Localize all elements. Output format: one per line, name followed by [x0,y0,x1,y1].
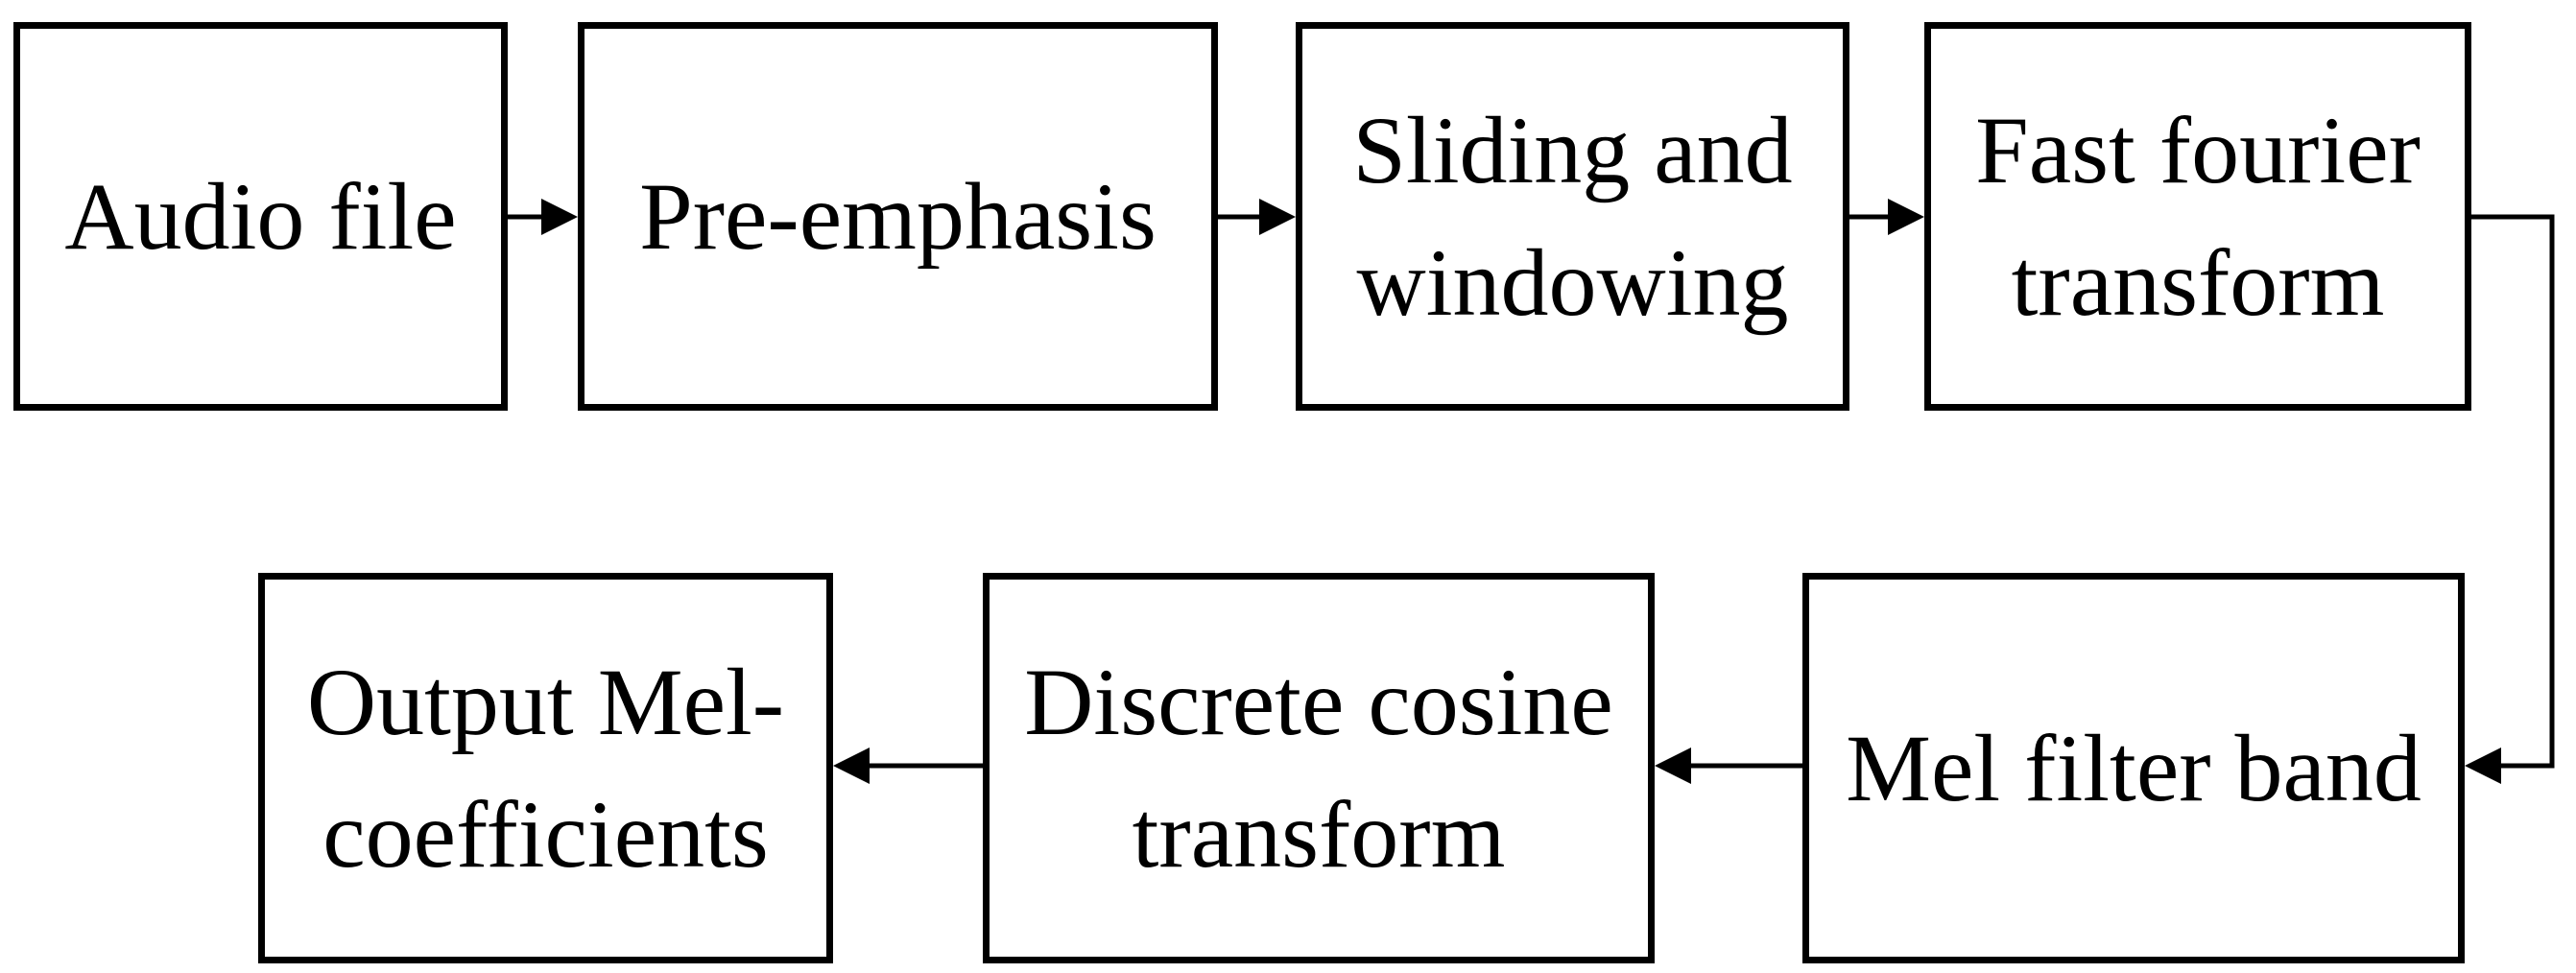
edge-audio-to-preemphasis [508,199,578,235]
node-mel-filter-band: Mel filter band [1802,573,2465,963]
node-label-line: Discrete cosine [1024,648,1613,755]
edge-fft-to-melfilter-elbow [2465,214,2555,784]
node-discrete-cosine-transform: Discrete cosine transform [983,573,1655,963]
node-label-line: windowing [1356,228,1789,336]
node-label-line: Pre-emphasis [639,162,1157,270]
node-sliding-and-windowing: Sliding and windowing [1296,22,1849,411]
edge-dct-to-output [833,748,983,784]
node-label-line: Output Mel- [306,648,785,755]
node-audio-file: Audio file [13,22,508,411]
node-pre-emphasis: Pre-emphasis [578,22,1218,411]
node-label-line: Mel filter band [1846,714,2421,821]
node-label-line: Sliding and [1352,96,1793,203]
edge-sliding-to-fft [1849,199,1924,235]
edge-melfilter-to-dct [1655,748,1802,784]
node-label-line: transform [2011,228,2385,336]
edge-preemphasis-to-sliding [1218,199,1296,235]
node-label-line: Fast fourier [1975,96,2421,203]
node-label-line: Audio file [64,162,457,270]
node-label-line: coefficients [322,780,769,888]
node-label-line: transform [1132,780,1506,888]
node-fast-fourier-transform: Fast fourier transform [1924,22,2471,411]
node-output-mel-coefficients: Output Mel- coefficients [258,573,833,963]
